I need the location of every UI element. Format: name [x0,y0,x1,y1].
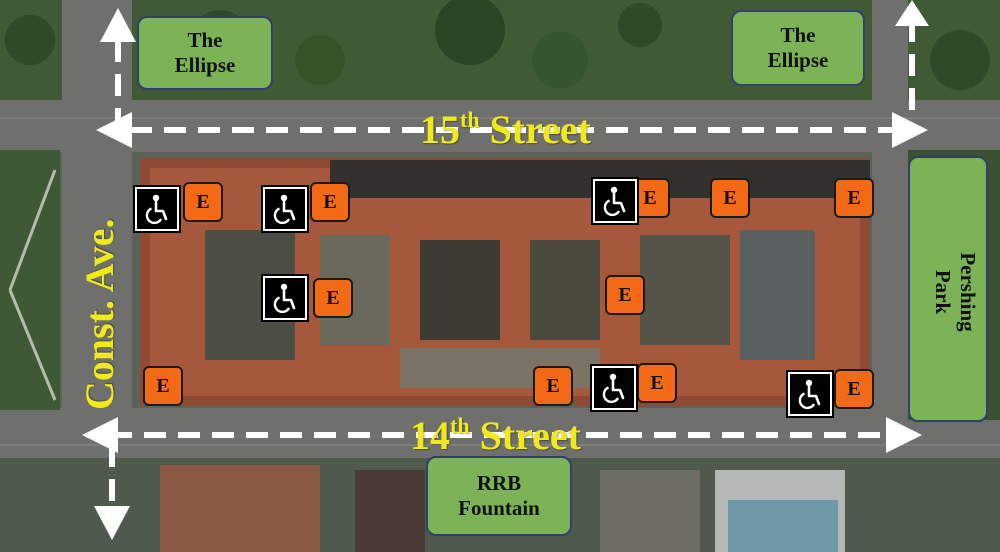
wheelchair-accessible-icon [590,364,638,412]
pershing-park-label: Pershing Park [930,252,980,332]
entrance-marker: E [710,178,750,218]
wheelchair-accessible-icon [261,185,309,233]
entrance-marker: E [310,182,350,222]
wheelchair-accessible-icon [786,370,834,418]
14th-street-label: 14th Street [410,413,581,458]
rrb-fountain-label: RRB Fountain [426,456,572,536]
entrance-marker: E [834,178,874,218]
entrance-marker: E [637,363,677,403]
entrance-marker: E [183,182,223,222]
entrance-marker: E [533,366,573,406]
the-ellipse-left-label: The Ellipse [137,16,273,90]
constitution-avenue-label: Const. Ave. [77,218,122,410]
wheelchair-accessible-icon [591,177,639,225]
pershing-park-box [908,156,988,422]
entrance-marker: E [313,278,353,318]
wheelchair-accessible-icon [261,274,309,322]
entrance-marker: E [143,366,183,406]
15th-street-label: 15th Street [420,107,591,152]
entrance-marker: E [605,275,645,315]
wheelchair-accessible-icon [133,185,181,233]
entrance-marker: E [834,369,874,409]
the-ellipse-right-label: The Ellipse [731,10,865,86]
